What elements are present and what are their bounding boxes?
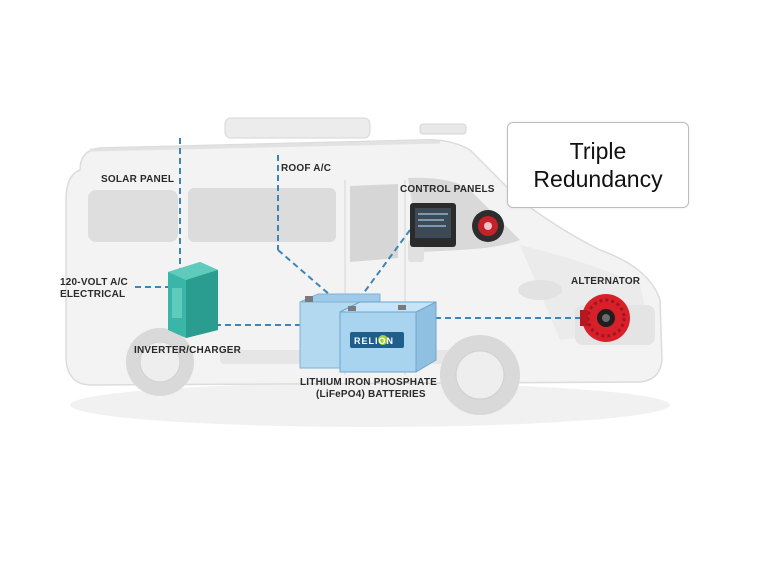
inverter-charger-label: INVERTER/CHARGER (134, 345, 242, 356)
solar-panel-label: SOLAR PANEL (101, 174, 175, 185)
roof-ac-label: ROOF A/C (281, 163, 332, 174)
control-panel-connector (359, 229, 411, 299)
alternator-icon (580, 294, 630, 342)
batteries-label-line1: LITHIUM IRON PHOSPHATE (300, 377, 437, 388)
connector-lines (135, 138, 582, 326)
batteries-label-line2: (LiFePO4) BATTERIES (316, 389, 426, 400)
ac-electrical-label-line2: ELECTRICAL (60, 289, 126, 300)
callout-line2: Redundancy (533, 166, 663, 192)
ac-electrical-label-line1: 120-VOLT A/C (60, 277, 128, 288)
triple-redundancy-callout: Triple Redundancy (507, 122, 689, 208)
control-panel-icon (410, 203, 504, 247)
ground-shadow (70, 383, 670, 427)
callout-line1: Triple (569, 138, 627, 164)
battery-brand-logo: RELION (354, 336, 395, 346)
inverter-icon (168, 262, 218, 338)
alternator-label: ALTERNATOR (571, 276, 641, 287)
roof-ac-connector-diagonal (277, 249, 331, 296)
control-panels-label: CONTROL PANELS (400, 184, 495, 195)
battery-icon (299, 293, 437, 373)
